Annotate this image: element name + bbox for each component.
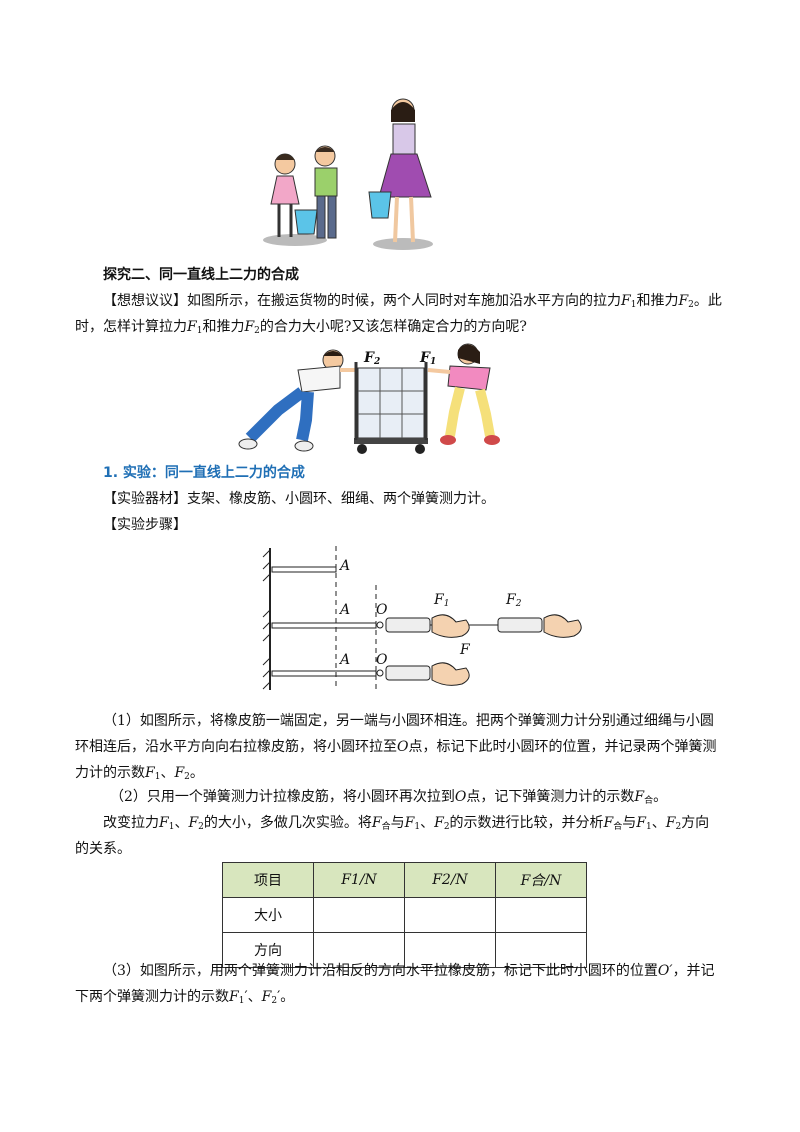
intro-line-2: 时，怎样计算拉力F1和推力F2的合力大小呢?又该怎样确定合力的方向呢? (75, 319, 527, 336)
table-row-label: 大小 (222, 897, 314, 933)
steps-tag: 【实验步骤】 (103, 517, 187, 533)
rubber-band-1 (271, 566, 337, 573)
step3-line-2: 下两个弹簧测力计的示数F1′、F2′。 (75, 989, 295, 1006)
apparatus-diagram (262, 546, 582, 690)
table-cell[interactable] (313, 897, 405, 933)
label-o-2: O (376, 652, 388, 668)
table-cell[interactable] (313, 932, 405, 968)
results-table: 项目 F1/N F2/N F合/N 大小 方向 (222, 862, 587, 968)
cart-push-pull-illustration (238, 343, 500, 454)
label-a-1: A (340, 558, 351, 574)
step3-line-1: （3）如图所示，用两个弹簧测力计沿相反的方向水平拉橡皮筋，标记下此时小圆环的位置… (103, 963, 715, 979)
family-buckets-illustration (263, 98, 433, 250)
label-f2: F2 (506, 592, 522, 609)
table-row: 大小 (222, 897, 587, 933)
hand-3 (431, 662, 470, 686)
cart-label-f1: F1 (420, 350, 437, 367)
wall-bracket (262, 548, 271, 690)
label-a-2: A (340, 602, 351, 618)
table-cell[interactable] (495, 897, 587, 933)
step1-line-2: 环相连后，沿水平方向向右拉橡皮筋，将小圆环拉至O点，标记下此时小圆环的位置，并记… (75, 739, 717, 755)
label-f: F (460, 642, 470, 658)
step1-line-1: （1）如图所示，将橡皮筋一端固定，另一端与小圆环相连。把两个弹簧测力计分别通过细… (103, 713, 714, 729)
table-header-cell: 项目 (222, 862, 314, 898)
table-header-cell: F2/N (404, 862, 496, 898)
spring-scale-2 (497, 617, 543, 633)
spring-scale-1 (385, 617, 431, 633)
table-cell[interactable] (404, 932, 496, 968)
table-header-row: 项目 F1/N F2/N F合/N (222, 862, 587, 898)
label-a-3: A (340, 652, 351, 668)
step2-line: （2）只用一个弹簧测力计拉橡皮筋，将小圆环再次拉到O点，记下弹簧测力计的示数F合… (110, 789, 668, 806)
label-f1: F1 (434, 592, 450, 609)
section-title: 探究二、同一直线上二力的合成 (103, 267, 299, 283)
experiment-heading: 1. 实验：同一直线上二力的合成 (103, 465, 305, 481)
label-o-1: O (376, 602, 388, 618)
rubber-band-2 (271, 622, 377, 629)
table-row-label: 方向 (222, 932, 314, 968)
hand-2 (543, 614, 582, 638)
intro-line-1: 【想想议议】如图所示，在搬运货物的时候，两个人同时对车施加沿水平方向的拉力F1和… (103, 293, 722, 310)
intro-tag: 【想想议议】 (103, 293, 187, 309)
materials: 【实验器材】支架、橡皮筋、小圆环、细绳、两个弹簧测力计。 (103, 491, 495, 507)
table-cell[interactable] (495, 932, 587, 968)
table-header-cell: F合/N (495, 862, 587, 898)
table-cell[interactable] (404, 897, 496, 933)
rubber-band-3 (271, 670, 377, 677)
change-line-2: 的关系。 (75, 841, 131, 857)
spring-scale-3 (385, 665, 431, 681)
hand-1 (431, 614, 470, 638)
change-line-1: 改变拉力F1、F2的大小，多做几次实验。将F合与F1、F2的示数进行比较，并分析… (103, 815, 710, 832)
cart-label-f2: F2 (364, 350, 381, 367)
table-header-cell: F1/N (313, 862, 405, 898)
table-row: 方向 (222, 932, 587, 968)
step1-line-3: 力计的示数F1、F2。 (75, 765, 204, 782)
